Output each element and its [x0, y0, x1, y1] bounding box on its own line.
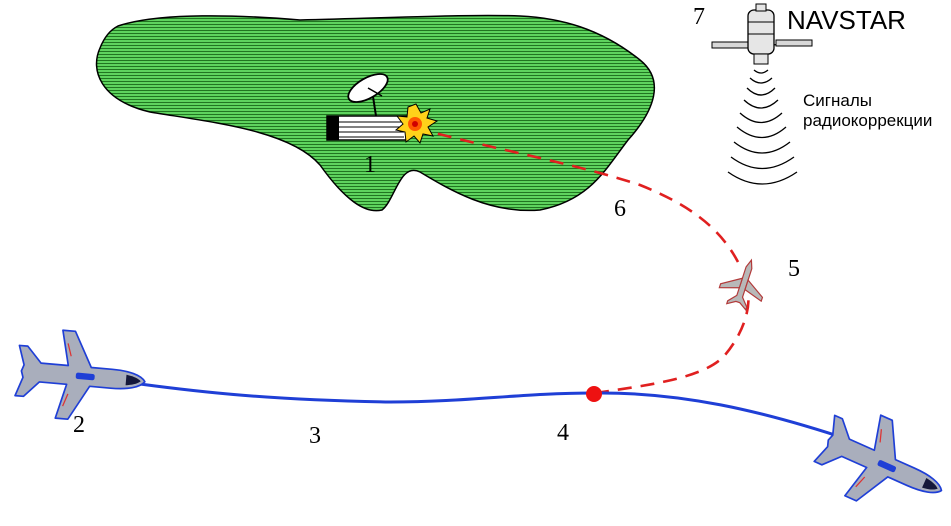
release-point	[586, 386, 602, 402]
label-carrier-path: 3	[309, 423, 321, 449]
explosion-icon	[394, 103, 439, 144]
label-satellite: 7	[693, 4, 705, 30]
radar-dish-icon	[347, 73, 389, 117]
label-missile: 5	[788, 256, 800, 282]
signal-caption-line1: Сигналы	[803, 91, 872, 110]
label-missile-trajectory: 6	[614, 196, 626, 222]
missile-trajectory	[434, 131, 750, 395]
signal-waves-icon	[727, 69, 798, 185]
satellite-name: NAVSTAR	[787, 5, 906, 35]
carrier-flight-path	[139, 382, 851, 442]
signal-caption-line2: радиокоррекции	[803, 111, 932, 130]
label-target: 1	[364, 152, 376, 178]
missile-icon	[718, 258, 764, 312]
label-aircraft-launch: 2	[73, 412, 85, 438]
aircraft-icon	[805, 397, 951, 526]
label-release-point: 4	[557, 420, 569, 446]
satellite-icon	[711, 3, 813, 65]
aircraft-icon	[12, 325, 150, 427]
radar-station	[326, 73, 408, 141]
